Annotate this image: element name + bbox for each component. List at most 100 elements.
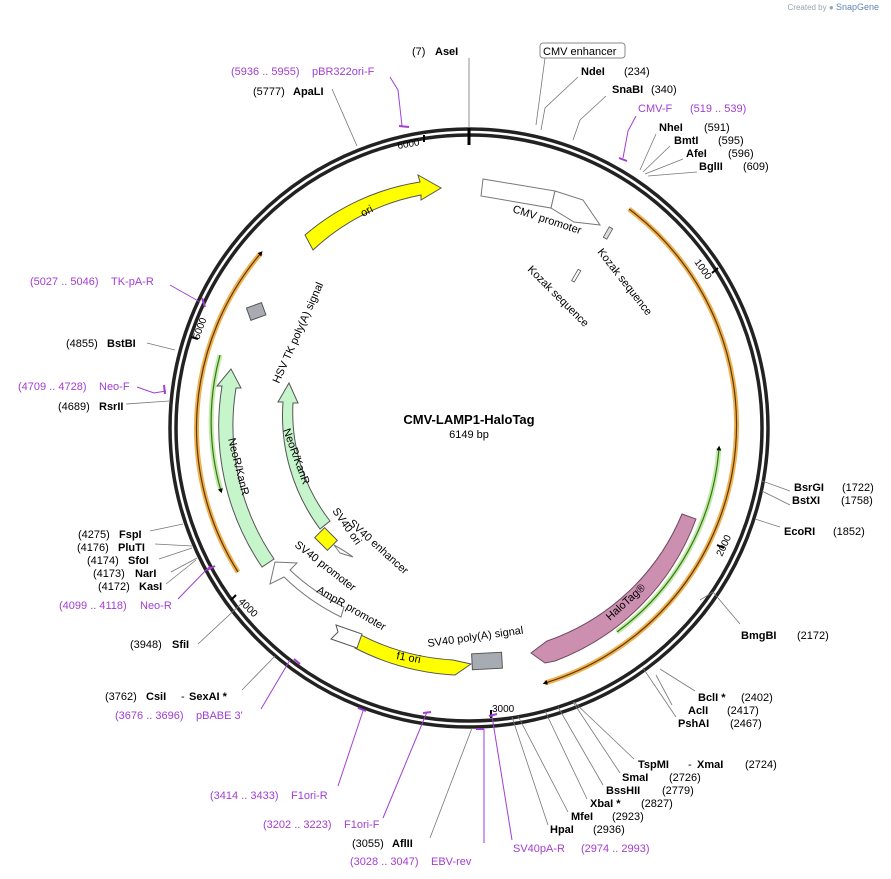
feature-kozak-1 xyxy=(602,226,614,240)
site-pos: (2724) xyxy=(745,759,777,771)
plasmid-name: CMV-LAMP1-HaloTag xyxy=(403,412,534,427)
tick-mark-1000 xyxy=(711,267,719,274)
label-f1-ori: f1 ori xyxy=(395,650,421,666)
site-pos: (7) xyxy=(412,46,425,58)
snapgene-logo-icon: ● xyxy=(828,3,834,12)
feature-sv40-promoter xyxy=(269,561,345,618)
primer-range: (3028 .. 3047) xyxy=(350,856,419,868)
primer-leaders xyxy=(136,76,637,843)
tick-label-6000: 6000 xyxy=(397,137,421,152)
site-name: SfoI xyxy=(128,555,149,567)
site-name: BmgBI xyxy=(741,630,776,642)
site-pos: (4689) xyxy=(58,401,90,413)
site-pos: (3762) xyxy=(105,691,137,703)
site-name: AflII xyxy=(392,838,413,850)
label-kozak-2: Kozak sequence xyxy=(525,264,591,330)
credit-prefix: Created by xyxy=(787,3,827,12)
primer-labels: (5936 .. 5955) pBR322ori-F CMV-F (519 ..… xyxy=(18,66,746,868)
site-pos: (1758) xyxy=(841,495,873,507)
primer-range: (4099 .. 4118) xyxy=(59,600,127,612)
primer-name: Neo-F xyxy=(99,381,130,393)
tick-label-3000: 3000 xyxy=(492,704,515,715)
site-leaders xyxy=(125,58,791,839)
site-pos: (2936) xyxy=(593,824,625,836)
primer-name: TK-pA-R xyxy=(111,276,154,288)
site-pos: (3948) xyxy=(130,639,162,651)
lead-cmv-enhancer xyxy=(535,57,546,126)
orf-arc-green-right-core xyxy=(616,445,722,633)
site-name: AclI xyxy=(688,705,708,717)
primer-range: (5936 .. 5955) xyxy=(231,66,300,78)
site-name: CsiI xyxy=(146,691,166,703)
site-name: MfeI xyxy=(571,811,593,823)
site-pos: (4176) xyxy=(77,542,109,554)
site-name: SfiI xyxy=(172,639,189,651)
site-pos: (3055) xyxy=(352,838,384,850)
site-name: PshAI xyxy=(678,718,709,730)
primer-range: (5027 .. 5046) xyxy=(30,276,99,288)
feature-sv40-ori xyxy=(313,526,339,552)
site-pos: (4174) xyxy=(87,555,119,567)
feature-neo-outer xyxy=(215,368,275,568)
callout-cmv-enhancer: CMV enhancer xyxy=(543,46,617,58)
site-name: KasI xyxy=(139,581,162,593)
primer-name: CMV-F xyxy=(638,103,673,115)
primer-range: (3676 .. 3696) xyxy=(115,710,184,722)
site-name: FspI xyxy=(119,529,142,541)
primer-range: (3414 .. 3433) xyxy=(210,790,279,802)
site-name: NheI xyxy=(659,122,683,134)
label-kozak-1: Kozak sequence xyxy=(595,246,655,317)
label-sv40-enhancer: SV40 enhancer xyxy=(346,517,411,577)
site-pos: (2172) xyxy=(797,630,829,642)
primer-name: Neo-R xyxy=(140,600,172,612)
site-pos: (595) xyxy=(718,135,744,147)
feature-sv40-enhancer xyxy=(333,544,354,558)
site-name: AseI xyxy=(435,46,458,58)
orf-arc-right-core xyxy=(542,208,738,685)
callout-cmv-enhancer-box xyxy=(539,42,626,59)
site-name: ApaLI xyxy=(293,86,324,98)
site-pos: (2827) xyxy=(641,798,673,810)
site-pos: (4173) xyxy=(93,568,125,580)
label-ori: ori xyxy=(359,203,375,219)
primer-name: pBR322ori-F xyxy=(312,66,375,78)
site-pos: (4275) xyxy=(78,529,110,541)
site-pos: (2726) xyxy=(669,772,701,784)
feature-neo-inner xyxy=(277,381,331,530)
site-pos: (1852) xyxy=(833,526,865,538)
site-pos: (4172) xyxy=(98,581,130,593)
site-sep: - xyxy=(688,759,692,771)
site-pos: (2779) xyxy=(662,785,694,797)
feature-sv40-polya xyxy=(471,651,503,671)
site-name: BglII xyxy=(699,161,723,173)
feature-cmv-promoter xyxy=(550,190,602,226)
site-pos: (2923) xyxy=(612,811,644,823)
site-name: AfeI xyxy=(686,148,707,160)
tick-mark-4000 xyxy=(230,594,237,601)
site-name: NdeI xyxy=(581,66,605,78)
site-pos: (4855) xyxy=(66,338,98,350)
site-name: HpaI xyxy=(550,824,574,836)
feature-ampr-promoter xyxy=(330,624,363,649)
primer-range: (2974 .. 2993) xyxy=(581,843,650,855)
feature-ori xyxy=(304,173,442,251)
site-pos: (1722) xyxy=(842,482,874,494)
feature-f1-ori xyxy=(354,633,473,676)
site-name: NarI xyxy=(135,568,156,580)
site-name: BssHII xyxy=(606,785,640,797)
site-pos: (591) xyxy=(704,122,730,134)
primer-range: (519 .. 539) xyxy=(690,103,746,115)
site-name: BclI * xyxy=(698,692,726,704)
feature-kozak-2 xyxy=(571,268,582,283)
plasmid-size: 6149 bp xyxy=(449,429,489,441)
site-pos: (5777) xyxy=(253,86,285,98)
orf-arc-left-core xyxy=(195,251,263,573)
primer-range: (4709 .. 4728) xyxy=(18,381,87,393)
primer-name: SV40pA-R xyxy=(513,843,565,855)
tick-mark-2000 xyxy=(716,544,725,549)
created-by-credit: Created by ● SnapGene xyxy=(788,2,880,12)
site-name: PluTI xyxy=(118,542,145,554)
site-sep: - xyxy=(181,691,185,703)
site-labels: (7) AseI NdeI (234) SnaBI (340) NheI (59… xyxy=(58,46,874,850)
